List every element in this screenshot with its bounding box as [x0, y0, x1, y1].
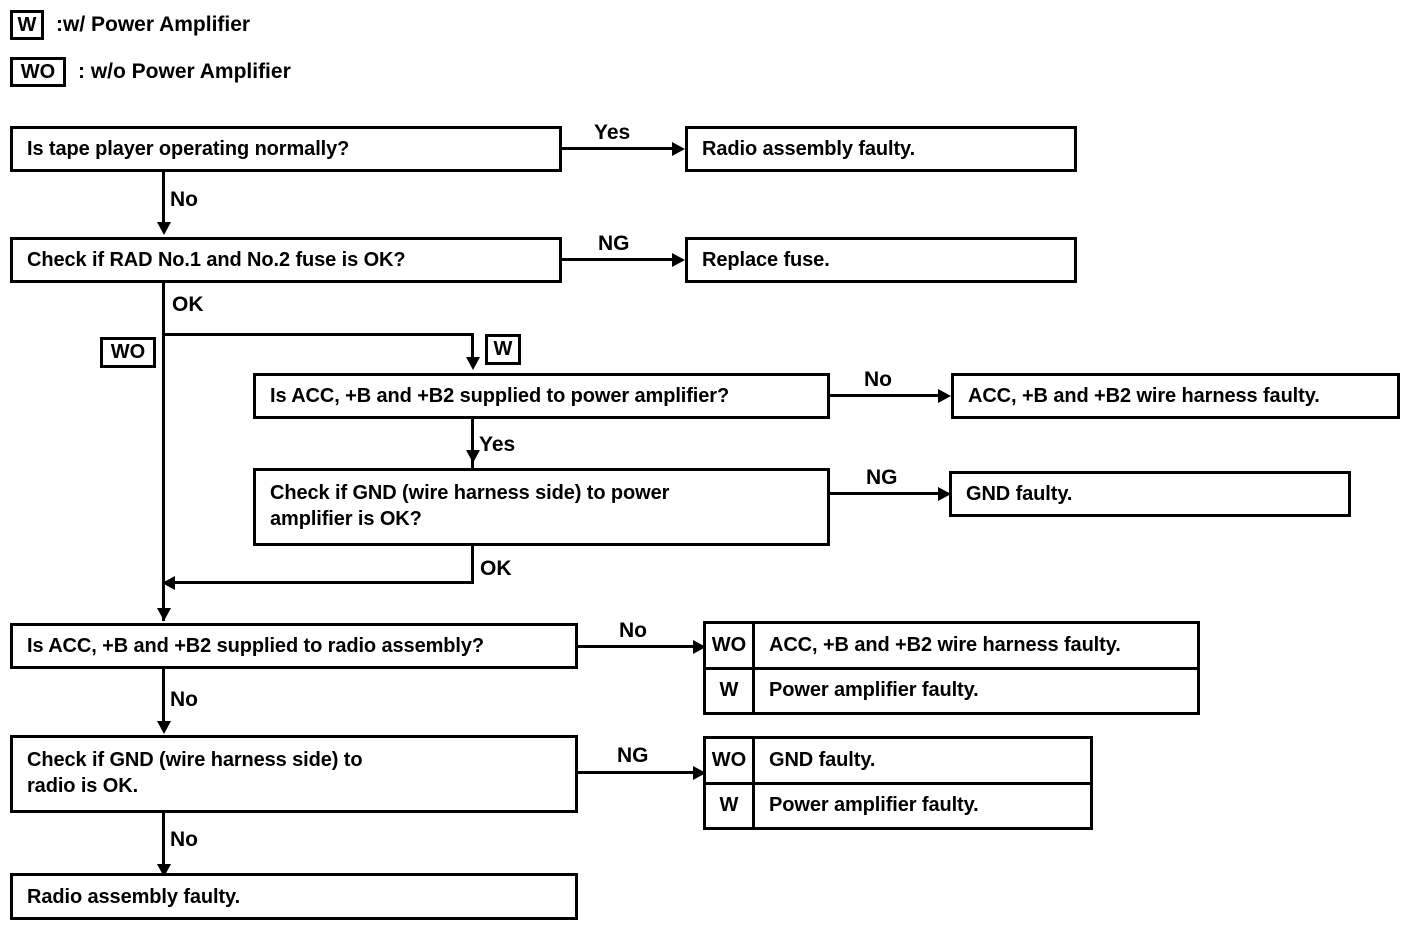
node-amp-harness-faulty[interactable]: ACC, +B and +B2 wire harness faulty. — [951, 373, 1400, 419]
result-tag-w: W — [706, 784, 755, 827]
node-radio-assembly-faulty-bottom[interactable]: Radio assembly faulty. — [10, 873, 578, 920]
edge-label-fuse-ng: NG — [598, 232, 630, 255]
edge-label-amp-supply-yes: Yes — [479, 433, 516, 456]
node-radio-gnd-check-line1: Check if GND (wire harness side) to — [27, 749, 363, 771]
edge-tape-yes-line — [562, 147, 674, 150]
node-replace-fuse[interactable]: Replace fuse. — [685, 237, 1077, 283]
edge-amp-supply-yes-line — [471, 419, 474, 469]
node-amp-supply-check[interactable]: Is ACC, +B and +B2 supplied to power amp… — [253, 373, 830, 419]
result-table-radio-gnd-ng[interactable]: WO GND faulty. W Power amplifier faulty. — [703, 736, 1093, 830]
node-radio-gnd-check[interactable]: Check if GND (wire harness side) to radio… — [10, 735, 578, 813]
node-radio-supply-check-label: Is ACC, +B and +B2 supplied to radio ass… — [27, 635, 484, 657]
node-radio-assembly-faulty-top-label: Radio assembly faulty. — [702, 138, 916, 160]
edge-fuse-ng-arrowhead — [672, 253, 685, 267]
result-tag-w: W — [706, 669, 755, 712]
edge-amp-gnd-ng-arrowhead — [938, 487, 951, 501]
edge-label-radio-supply-down-no: No — [170, 688, 198, 711]
result-row-wo[interactable]: WO GND faulty. — [706, 739, 1090, 782]
node-tape-player-check-label: Is tape player operating normally? — [27, 138, 350, 160]
edge-wo-spine-line — [162, 283, 165, 621]
marker-w-branch: W — [485, 334, 521, 365]
edge-tape-yes-arrowhead — [672, 142, 685, 156]
node-gnd-faulty-label: GND faulty. — [966, 483, 1073, 505]
edge-label-radio-gnd-no: No — [170, 828, 198, 851]
node-radio-supply-check[interactable]: Is ACC, +B and +B2 supplied to radio ass… — [10, 623, 578, 669]
edge-fuse-ng-line — [562, 258, 674, 261]
result-tag-wo: WO — [706, 739, 755, 782]
result-row-wo[interactable]: WO ACC, +B and +B2 wire harness faulty. — [706, 624, 1197, 667]
result-tag-wo: WO — [706, 624, 755, 667]
node-radio-gnd-check-line2: radio is OK. — [27, 775, 139, 797]
edge-amp-gnd-ok-arrowhead — [162, 576, 175, 590]
node-replace-fuse-label: Replace fuse. — [702, 249, 830, 271]
edge-label-radio-supply-no: No — [619, 619, 647, 642]
edge-label-amp-gnd-ng: NG — [866, 466, 898, 489]
edge-radio-supply-down-line — [162, 669, 165, 727]
edge-radio-gnd-ng-line — [578, 771, 696, 774]
node-amp-gnd-check-line1: Check if GND (wire harness side) to powe… — [270, 482, 670, 504]
node-fuse-check-label: Check if RAD No.1 and No.2 fuse is OK? — [27, 249, 406, 271]
legend-row-with-amplifier: W :w/ Power Amplifier — [10, 10, 250, 40]
edge-label-radio-gnd-ng: NG — [617, 744, 649, 767]
edge-radio-supply-no-arrowhead — [693, 640, 706, 654]
edge-amp-supply-yes-arrowhead — [466, 450, 480, 463]
node-radio-assembly-faulty-bottom-label: Radio assembly faulty. — [27, 885, 241, 908]
result-text-w: Power amplifier faulty. — [769, 794, 979, 817]
edge-label-tape-no: No — [170, 188, 198, 211]
edge-tape-no-line — [162, 172, 165, 228]
result-text-w: Power amplifier faulty. — [769, 679, 979, 702]
edge-amp-gnd-ng-line — [830, 492, 940, 495]
node-amp-gnd-check-label: Check if GND (wire harness side) to powe… — [256, 471, 677, 532]
result-table-radio-supply-no[interactable]: WO ACC, +B and +B2 wire harness faulty. … — [703, 621, 1200, 715]
marker-wo-branch: WO — [100, 337, 156, 368]
edge-label-tape-yes: Yes — [594, 121, 631, 144]
legend-text-wo: : w/o Power Amplifier — [78, 60, 291, 83]
edge-amp-gnd-ok-horizontal-line — [162, 581, 474, 584]
node-radio-gnd-check-label: Check if GND (wire harness side) to radio… — [13, 738, 370, 799]
node-fuse-check[interactable]: Check if RAD No.1 and No.2 fuse is OK? — [10, 237, 562, 283]
edge-wo-spine-arrowhead — [157, 608, 171, 621]
result-row-w[interactable]: W Power amplifier faulty. — [706, 781, 1090, 827]
edge-label-fuse-ok: OK — [172, 293, 204, 316]
edge-label-amp-supply-no: No — [864, 368, 892, 391]
edge-amp-supply-no-arrowhead — [938, 389, 951, 403]
edge-radio-supply-down-arrowhead — [157, 721, 171, 734]
node-tape-player-check[interactable]: Is tape player operating normally? — [10, 126, 562, 172]
edge-w-branch-arrowhead — [466, 357, 480, 370]
result-text-wo: ACC, +B and +B2 wire harness faulty. — [769, 633, 1121, 656]
node-gnd-faulty[interactable]: GND faulty. — [949, 471, 1351, 517]
edge-w-branch-vertical-line — [471, 333, 474, 365]
edge-radio-gnd-no-line — [162, 813, 165, 871]
legend-row-without-amplifier: WO : w/o Power Amplifier — [10, 57, 291, 87]
node-amp-gnd-check-line2: amplifier is OK? — [270, 508, 422, 530]
legend-text-w: :w/ Power Amplifier — [56, 13, 251, 36]
node-amp-gnd-check[interactable]: Check if GND (wire harness side) to powe… — [253, 468, 830, 546]
node-amp-supply-check-label: Is ACC, +B and +B2 supplied to power amp… — [270, 385, 730, 407]
legend-chip-w: W — [10, 10, 44, 40]
result-row-w[interactable]: W Power amplifier faulty. — [706, 666, 1197, 712]
node-amp-harness-faulty-label: ACC, +B and +B2 wire harness faulty. — [968, 385, 1320, 407]
result-text-wo: GND faulty. — [769, 748, 876, 771]
edge-label-amp-gnd-ok: OK — [480, 557, 512, 580]
edge-amp-gnd-ok-vertical-line — [471, 546, 474, 584]
edge-w-branch-horizontal-line — [162, 333, 474, 336]
legend-chip-wo: WO — [10, 57, 66, 87]
edge-amp-supply-no-line — [830, 394, 940, 397]
edge-radio-gnd-ng-arrowhead — [693, 766, 706, 780]
edge-tape-no-arrowhead — [157, 222, 171, 235]
edge-radio-supply-no-line — [578, 645, 696, 648]
node-radio-assembly-faulty-top[interactable]: Radio assembly faulty. — [685, 126, 1077, 172]
